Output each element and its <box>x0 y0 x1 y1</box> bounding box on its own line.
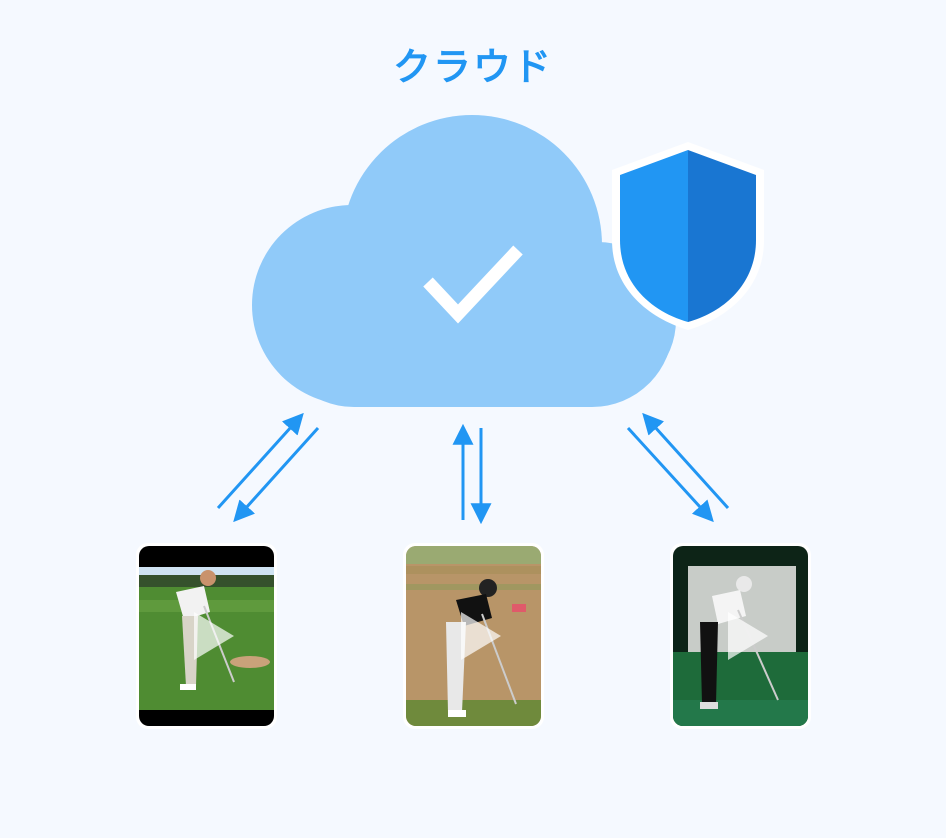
video-thumbnail-2[interactable] <box>403 543 544 729</box>
play-icon[interactable] <box>461 612 501 660</box>
upload-arrow-3 <box>642 412 730 510</box>
golfer-figure <box>700 576 779 709</box>
video-thumbnail-1[interactable] <box>136 543 277 729</box>
checkmark-icon <box>423 245 523 324</box>
play-icon[interactable] <box>728 612 768 660</box>
play-icon[interactable] <box>194 612 234 660</box>
video-thumbnail-3[interactable] <box>670 543 811 729</box>
cloud-icon <box>252 115 676 407</box>
download-arrow-1 <box>233 426 320 523</box>
shield-icon <box>612 142 764 330</box>
download-arrow-3 <box>626 426 714 523</box>
sync-arrows <box>216 412 730 525</box>
cloud-title: クラウド <box>392 45 553 89</box>
upload-arrow-1 <box>216 412 304 510</box>
